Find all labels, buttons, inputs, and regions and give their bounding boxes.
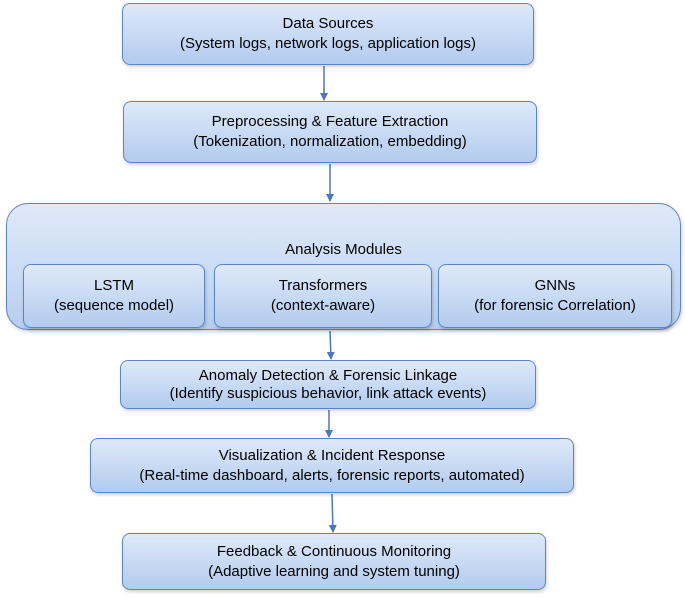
module-gnns-subtitle: (for forensic Correlation) <box>474 297 636 314</box>
anomaly-detection-subtitle: (Identify suspicious behavior, link atta… <box>169 384 487 402</box>
module-transformers: Transformers (context-aware) <box>214 264 432 328</box>
module-lstm-title: LSTM <box>93 277 134 294</box>
data-sources-subtitle: (System logs, network logs, application … <box>180 35 476 52</box>
anomaly-detection-box: Anomaly Detection & Forensic Linkage (Id… <box>120 360 536 409</box>
visualization-box: Visualization & Incident Response (Real-… <box>90 438 574 493</box>
module-transformers-subtitle: (context-aware) <box>270 297 376 314</box>
module-gnns: GNNs (for forensic Correlation) <box>438 264 672 328</box>
analysis-modules-title: Analysis Modules <box>285 241 402 258</box>
feedback-box: Feedback & Continuous Monitoring (Adapti… <box>122 533 546 590</box>
preprocessing-subtitle: (Tokenization, normalization, embedding) <box>193 133 467 150</box>
module-lstm: LSTM (sequence model) <box>23 264 205 328</box>
module-lstm-subtitle: (sequence model) <box>53 297 175 314</box>
visualization-title: Visualization & Incident Response <box>218 446 446 464</box>
analysis-modules-container: Analysis Modules LSTM (sequence model) T… <box>6 203 681 330</box>
data-sources-box: Data Sources (System logs, network logs,… <box>122 3 534 65</box>
preprocessing-title: Preprocessing & Feature Extraction <box>211 113 449 130</box>
module-gnns-title: GNNs <box>534 277 576 294</box>
arrow-visualization-to-feedback <box>328 493 337 533</box>
visualization-subtitle: (Real-time dashboard, alerts, forensic r… <box>139 466 525 484</box>
arrow-analysis-to-anomaly <box>326 330 335 360</box>
anomaly-detection-title: Anomaly Detection & Forensic Linkage <box>198 366 458 384</box>
feedback-title: Feedback & Continuous Monitoring <box>216 542 452 560</box>
data-sources-title: Data Sources <box>282 15 374 32</box>
feedback-subtitle: (Adaptive learning and system tuning) <box>208 562 460 580</box>
module-transformers-title: Transformers <box>278 277 368 294</box>
preprocessing-box: Preprocessing & Feature Extraction (Toke… <box>123 101 537 163</box>
